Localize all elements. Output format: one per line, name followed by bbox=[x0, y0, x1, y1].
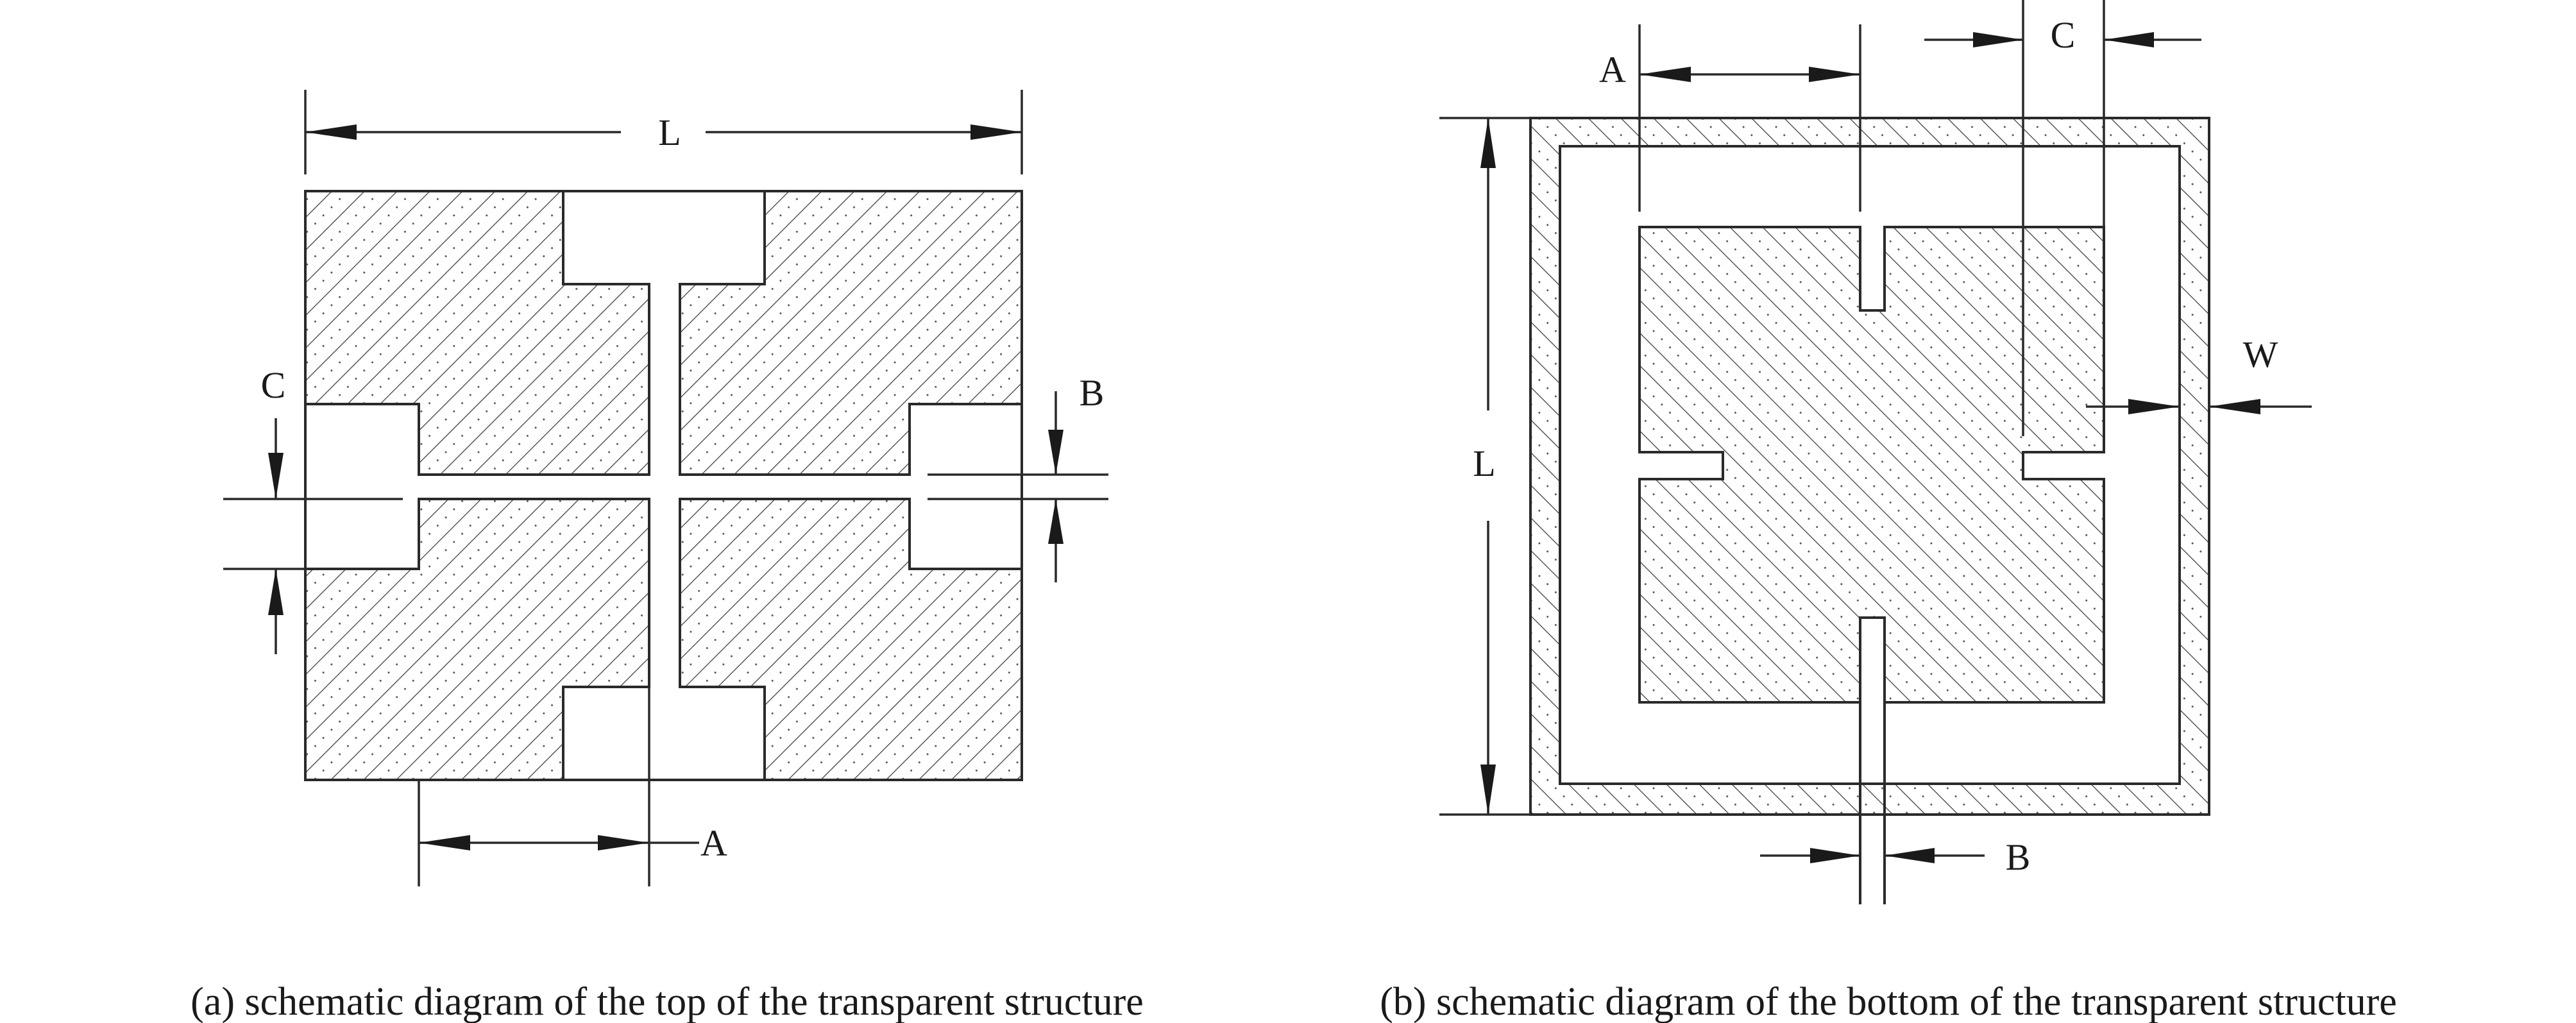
figure-a-label-c: C bbox=[261, 364, 286, 406]
figure-b-label-l: L bbox=[1473, 443, 1495, 484]
figure-a-label-l: L bbox=[658, 112, 681, 153]
figure-a-label-a: A bbox=[700, 822, 727, 864]
figure-b-dimension-w: W bbox=[2086, 334, 2312, 414]
figure-a: L C B A bbox=[191, 90, 1144, 1023]
figure-b-frame-ring bbox=[1529, 117, 2210, 816]
figure-b-dimension-c: C bbox=[1924, 0, 2201, 436]
figure-a-dimension-l: L bbox=[304, 90, 1023, 174]
figure-b-dimension-b: B bbox=[1760, 836, 2030, 878]
figure-a-patch-top-left bbox=[304, 190, 650, 476]
figure-a-dimension-c: C bbox=[223, 364, 403, 654]
figure-b: L A C W bbox=[1380, 0, 2397, 1023]
figure-b-feed-line bbox=[1859, 618, 1886, 904]
figure-b-label-a: A bbox=[1599, 49, 1626, 90]
figure-b-label-c: C bbox=[2051, 14, 2076, 56]
figure-a-caption: (a) schematic diagram of the top of the … bbox=[191, 980, 1144, 1023]
figure-a-dimension-b: B bbox=[928, 372, 1108, 582]
figure-b-dimension-l: L bbox=[1439, 117, 1530, 816]
figure-b-caption: (b) schematic diagram of the bottom of t… bbox=[1380, 980, 2397, 1023]
figure-b-inner-patch bbox=[1638, 226, 2105, 704]
figure-b-label-w: W bbox=[2243, 334, 2278, 375]
figure-a-dimension-a: A bbox=[418, 687, 727, 886]
figure-a-patch-bottom-right bbox=[679, 498, 1023, 781]
figure-b-label-b: B bbox=[2006, 836, 2031, 878]
figure-a-label-b: B bbox=[1080, 372, 1105, 414]
figure-a-patch-hatching bbox=[305, 191, 1022, 780]
figure-a-patch-top-right bbox=[679, 190, 1023, 476]
figure-b-dimension-a: A bbox=[1599, 24, 1861, 212]
